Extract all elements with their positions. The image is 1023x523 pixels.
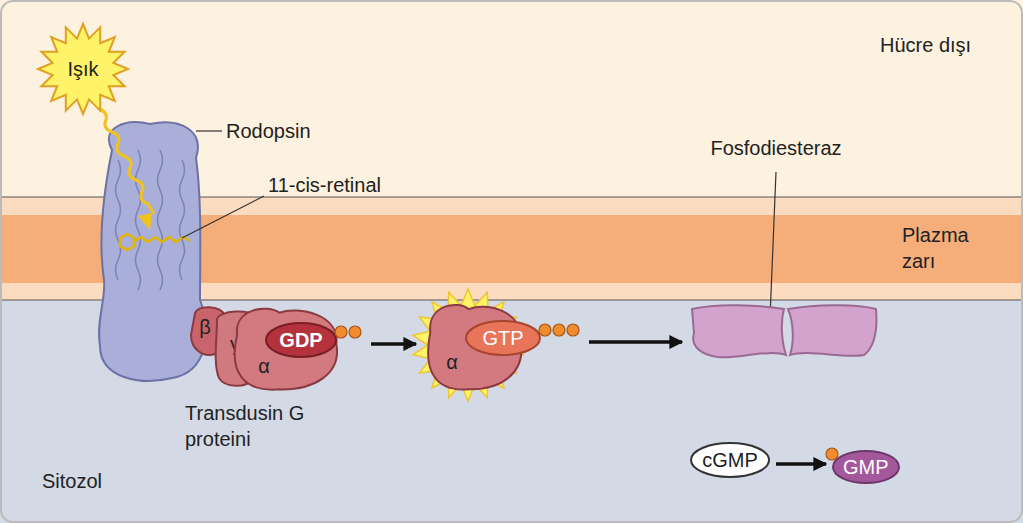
node-text: GMP [843,456,889,479]
part-label: Transdusin G proteini [185,400,305,452]
reaction-arrow [371,342,416,346]
alpha-subunit-shape [235,309,337,390]
phosphate-dot [539,324,551,336]
reaction-arrow [589,340,682,344]
gdp-oval: GDP [265,322,365,358]
leader-line [182,196,264,238]
gmp-oval-shape [833,451,899,483]
active-alpha-subunit: α GTP [422,300,526,392]
phosphate-dot [349,326,361,338]
cgmp-oval-shape [691,443,769,477]
node-text: cGMP [702,449,758,472]
region-label: Plazma zarı [902,222,982,274]
phosphate-dot [826,448,838,460]
light-burst-shape [38,24,128,114]
phosphodiesterase-outline [688,303,880,359]
gtp-oval: GTP [465,320,583,356]
node-text: α [446,351,458,374]
reaction-arrow [776,462,826,466]
node-text: GDP [279,329,322,352]
leader-line [770,172,776,318]
part-label: 11-cis-retinal [268,172,381,198]
light-ray [98,108,154,214]
phosphate-dot [335,326,347,338]
region-label: Sitozol [42,468,102,494]
node-text: Işık [67,58,98,81]
node-text: α [258,355,270,378]
phosphate-dot [567,324,579,336]
region-label: Hücre dışı [880,32,971,58]
light-burst: Işık [38,24,128,114]
retinal-ring [120,234,134,250]
node-text: β [199,316,211,339]
phosphodiesterase-shape [692,305,877,357]
alpha-subunit: α GDP [228,304,342,392]
light-ray-head [138,213,152,230]
part-label: Rodopsin [226,118,311,144]
gmp-oval: GMP [832,450,900,484]
gtp-oval-shape [466,321,540,355]
gdp-oval-shape [266,323,336,357]
phosphodiesterase: Fosfodiesteraz [688,303,880,359]
retinal-chain [134,237,190,242]
node-text: GTP [482,327,523,350]
rhodopsin-protein [99,122,206,381]
node-text: Fosfodiesteraz [710,137,841,160]
rhodopsin-helices [116,150,185,290]
leader-line [196,130,222,131]
phosphate-dot [553,324,565,336]
cgmp-oval: cGMP [690,442,770,478]
